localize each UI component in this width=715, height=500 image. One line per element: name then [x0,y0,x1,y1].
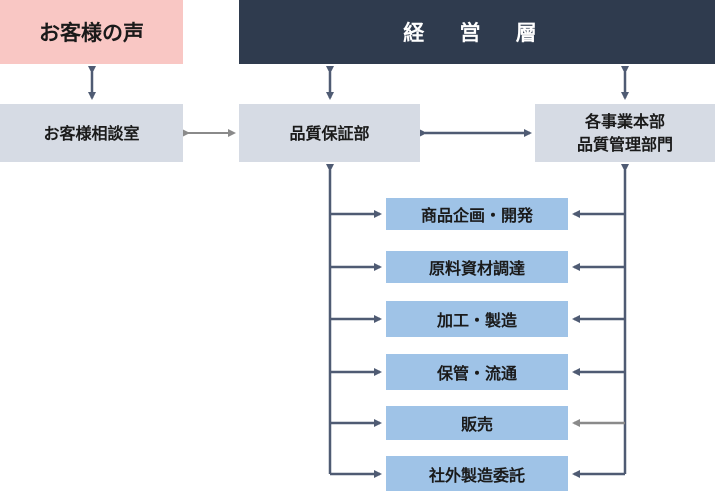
quality-assurance-box: 品質保証部 [239,104,420,162]
process-label: 加工・製造 [436,311,517,330]
division-qc-box: 各事業本部 品質管理部門 [535,104,715,162]
process-label: 商品企画・開発 [420,206,533,225]
process-box-procurement: 原料資材調達 [386,251,568,283]
process-label: 販売 [460,415,493,434]
management-label: 経 営 層 [403,21,551,45]
process-label: 原料資材調達 [428,259,525,278]
customer-voice-label: お客様の声 [39,21,144,45]
process-box-manufacturing: 加工・製造 [386,301,568,337]
process-box-storage: 保管・流通 [386,354,568,390]
process-box-planning: 商品企画・開発 [386,198,568,230]
management-box: 経 営 層 [239,0,715,64]
customer-consultation-label: お客様相談室 [43,123,140,143]
quality-assurance-label: 品質保証部 [289,123,370,143]
process-label: 保管・流通 [436,364,517,383]
customer-voice-box: お客様の声 [0,0,183,64]
customer-consultation-box: お客様相談室 [0,104,183,162]
process-label: 社外製造委託 [428,465,525,485]
process-box-outsourcing: 社外製造委託 [386,456,568,491]
process-box-sales: 販売 [386,406,568,440]
division-qc-label: 各事業本部 品質管理部門 [576,112,673,154]
